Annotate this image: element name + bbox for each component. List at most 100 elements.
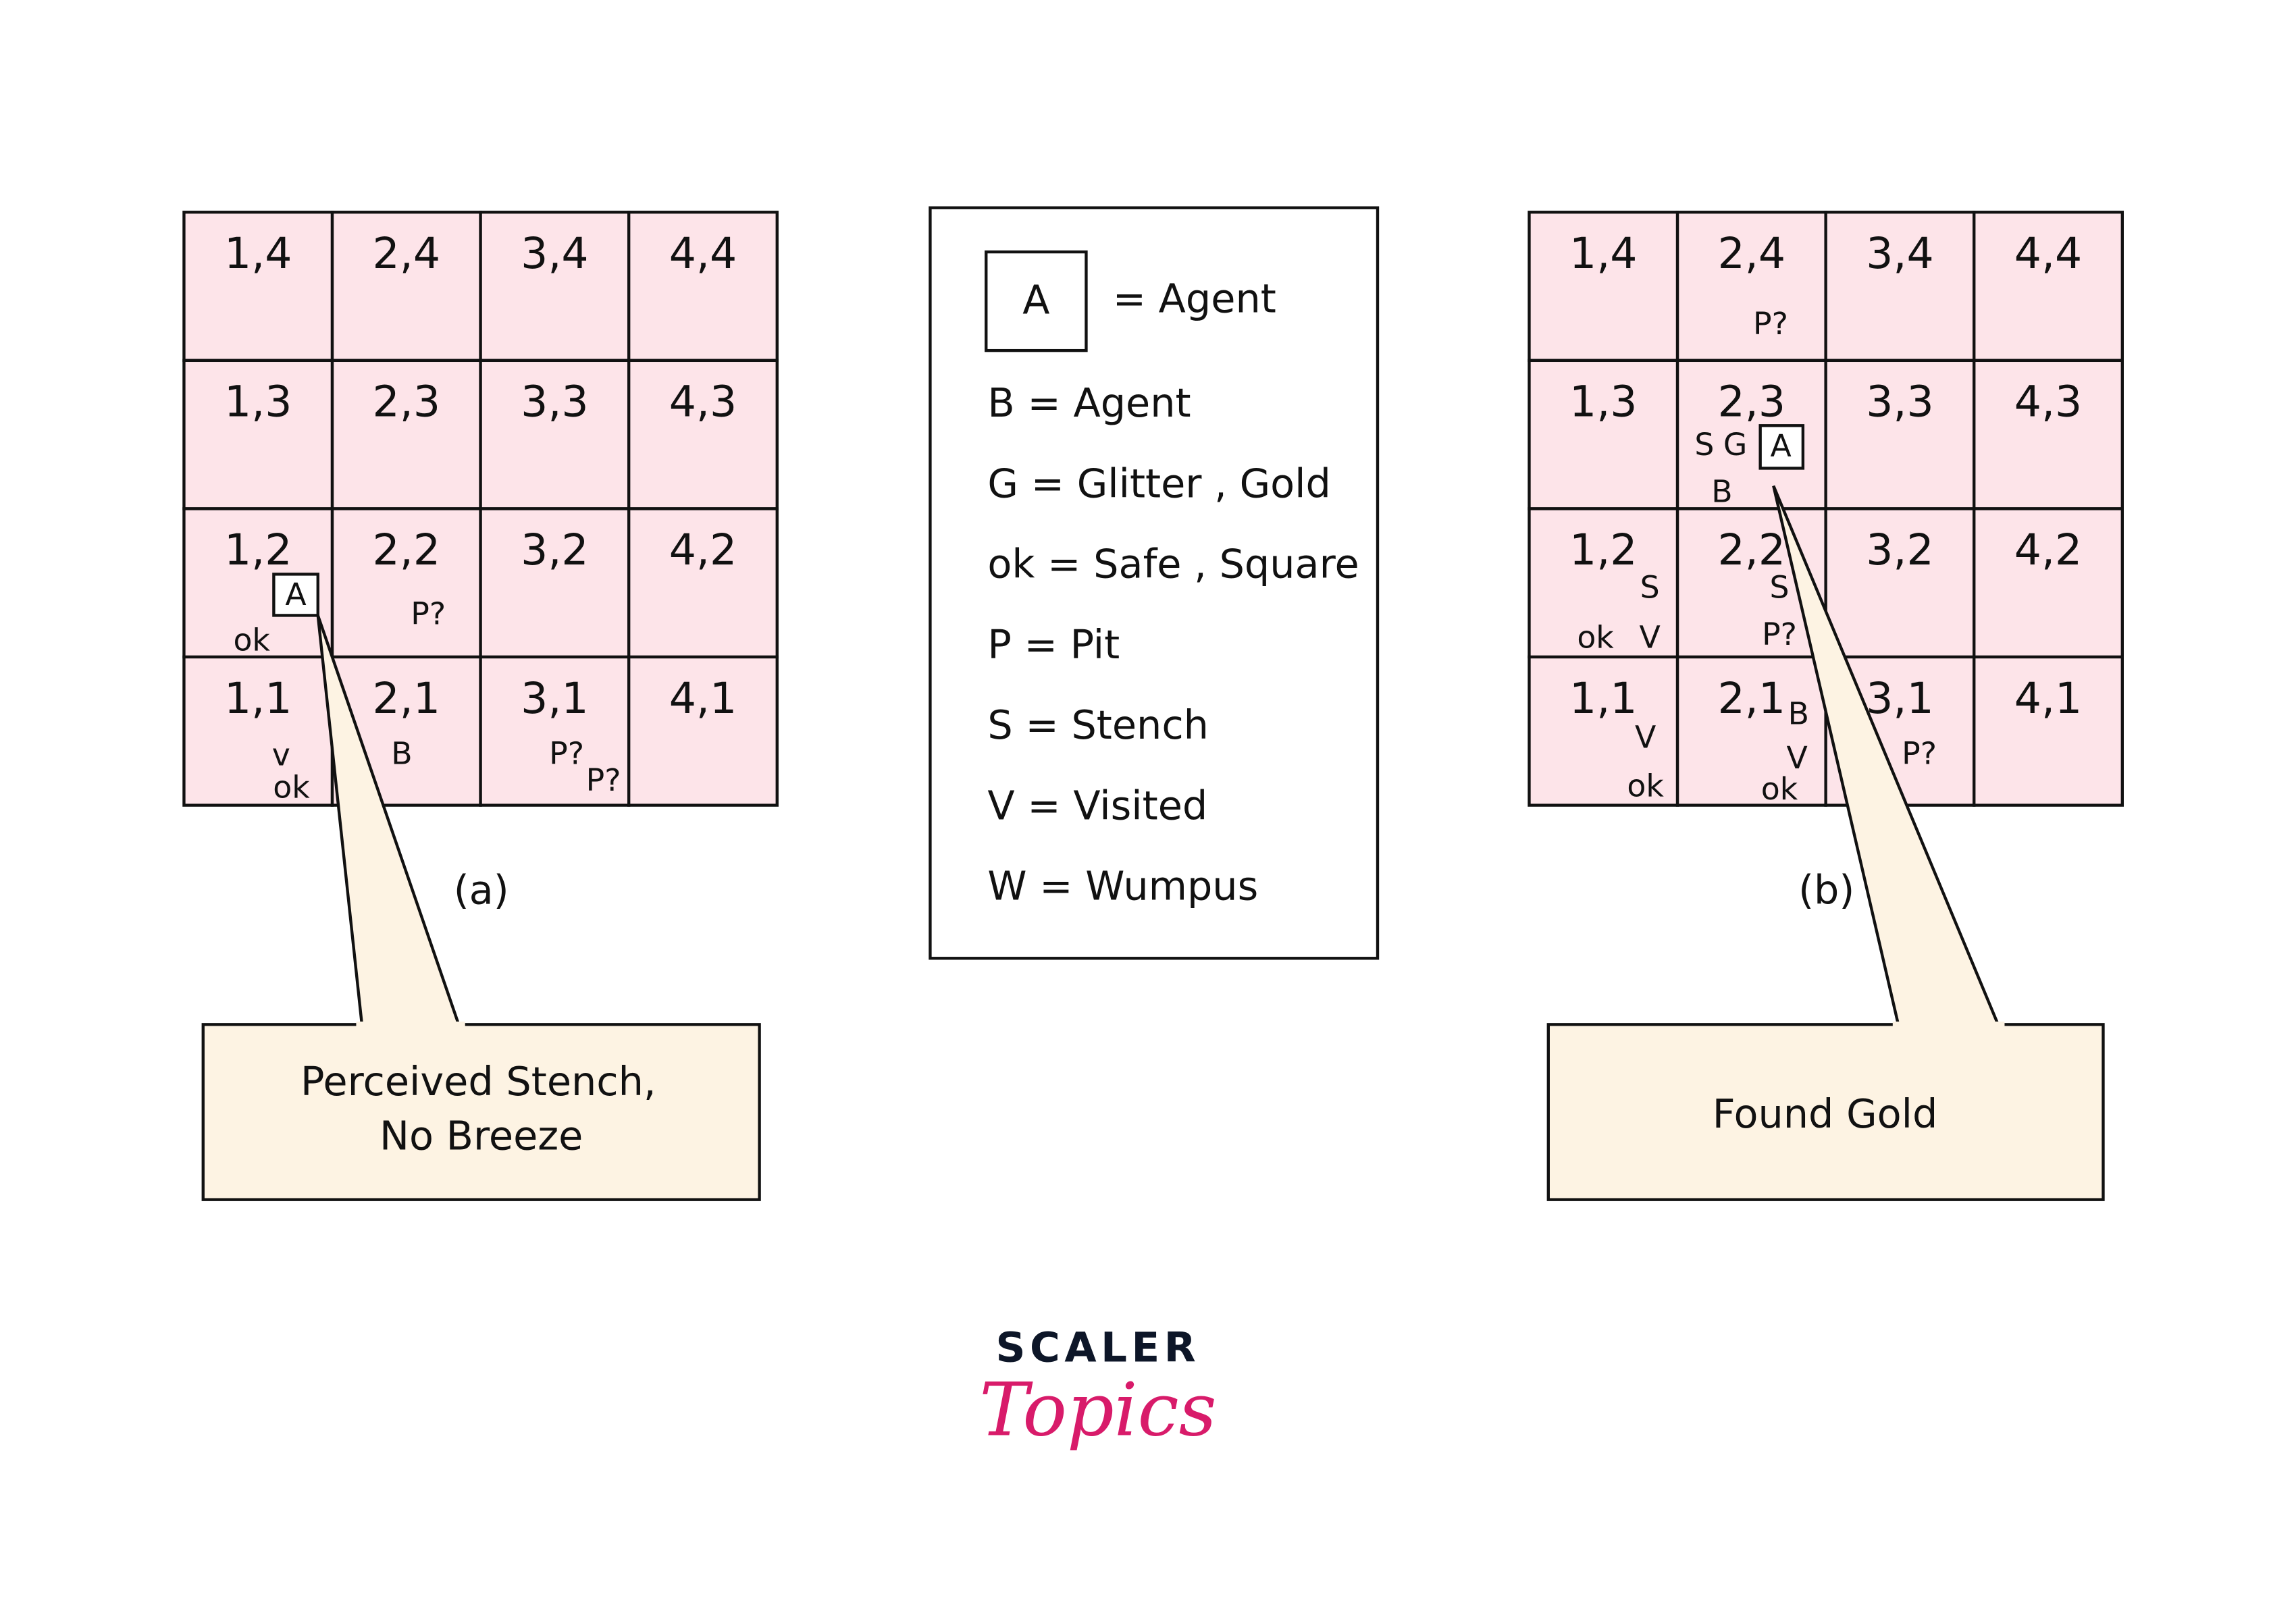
cell-coordinate: 4,1 bbox=[2014, 673, 2083, 723]
grid-cell bbox=[330, 507, 482, 659]
grid-cell bbox=[1973, 655, 2124, 807]
callout-b-text: Found Gold bbox=[1713, 1090, 1938, 1137]
grid-cell bbox=[182, 211, 334, 363]
agent-marker bbox=[272, 573, 319, 617]
annotation-stench: S bbox=[1769, 569, 1789, 605]
grid-cell bbox=[1973, 359, 2124, 510]
grid-cell bbox=[1528, 655, 1679, 807]
cell-coordinate: 1,2 bbox=[224, 525, 292, 575]
annotation-ok: ok bbox=[233, 623, 270, 658]
legend-item: V = Visited bbox=[987, 782, 1207, 828]
grid-cell bbox=[1824, 507, 1976, 659]
grid-cell bbox=[330, 359, 482, 510]
legend-item: P = Pit bbox=[987, 621, 1120, 668]
cell-coordinate: 3,2 bbox=[1866, 525, 1934, 575]
legend-agent-box bbox=[985, 250, 1088, 352]
caption-b: (b) bbox=[1798, 867, 1854, 914]
annotation-pit: P? bbox=[586, 762, 621, 798]
caption-a: (a) bbox=[454, 867, 509, 914]
annotation-ok: ok bbox=[1577, 619, 1614, 655]
legend-items: B = Agent G = Glitter , Gold ok = Safe , S… bbox=[987, 379, 1359, 909]
annotation-pit: P? bbox=[1902, 736, 1937, 772]
legend-item: B = Agent bbox=[987, 379, 1191, 426]
cell-coordinate: 4,2 bbox=[2014, 525, 2083, 575]
cell-coordinate: 1,1 bbox=[1569, 673, 1638, 723]
cell-coordinate: 3,4 bbox=[521, 228, 589, 278]
cell-coordinate: 3,2 bbox=[521, 525, 589, 575]
legend-item: ok = Safe , Square bbox=[987, 541, 1359, 587]
agent-label: A bbox=[285, 577, 306, 612]
grid-cell bbox=[330, 211, 482, 363]
annotation-breeze: B bbox=[391, 736, 412, 772]
cell-coordinate: 4,4 bbox=[669, 228, 737, 278]
cell-coordinate: 1,4 bbox=[1569, 228, 1638, 278]
logo-topics: Topics bbox=[979, 1367, 1216, 1452]
grid-cell bbox=[1528, 211, 1679, 363]
cell-coordinate: 2,2 bbox=[373, 525, 441, 575]
annotation-ok: ok bbox=[1627, 768, 1664, 804]
grid-a-annotations: A ok P? v ok B P? P? bbox=[233, 573, 621, 806]
annotation-breeze: B bbox=[1788, 696, 1809, 732]
logo-scaler: SCALER bbox=[996, 1323, 1201, 1371]
annotation-ok: ok bbox=[273, 770, 310, 806]
cell-coordinate: 2,2 bbox=[1718, 525, 1786, 575]
cell-coordinate: 1,3 bbox=[1569, 377, 1638, 427]
annotation-stench: S bbox=[1694, 427, 1714, 463]
cell-coordinate: 2,4 bbox=[1718, 228, 1786, 278]
callout-a bbox=[201, 1023, 761, 1201]
grid-cell bbox=[627, 507, 779, 659]
annotation-stench: S bbox=[1640, 569, 1660, 605]
cell-coordinate: 4,2 bbox=[669, 525, 737, 575]
grid-cell bbox=[1973, 211, 2124, 363]
cell-coordinate: 1,4 bbox=[224, 228, 292, 278]
annotation-glitter: G bbox=[1723, 427, 1747, 463]
grid-cell bbox=[627, 211, 779, 363]
annotation-visited: V bbox=[1640, 619, 1661, 655]
annotation-visited: v bbox=[272, 737, 290, 773]
legend-item: S = Stench bbox=[987, 702, 1209, 748]
cell-coordinate: 2,4 bbox=[373, 228, 441, 278]
cell-coordinate: 3,1 bbox=[1866, 673, 1934, 723]
agent-marker bbox=[1758, 424, 1805, 470]
cell-coordinate: 1,3 bbox=[224, 377, 292, 427]
annotation-pit: P? bbox=[549, 736, 584, 772]
grid-b-annotations: P? S G A B S ok V S P? V ok B V ok P? bbox=[1577, 306, 1937, 807]
cell-coordinate: 2,3 bbox=[373, 377, 441, 427]
cell-coordinate: 3,1 bbox=[521, 673, 589, 723]
callout-a-line1: Perceived Stench, bbox=[301, 1058, 656, 1105]
agent-label: A bbox=[1771, 428, 1792, 464]
legend-item: G = Glitter , Gold bbox=[987, 460, 1330, 506]
annotation-visited: V bbox=[1787, 740, 1808, 776]
grid-cell bbox=[1675, 211, 1827, 363]
cell-coordinate: 2,3 bbox=[1718, 377, 1786, 427]
grid-cell bbox=[627, 359, 779, 510]
grid-cell bbox=[1528, 359, 1679, 510]
annotation-pit: P? bbox=[1753, 306, 1788, 342]
annotation-pit: P? bbox=[411, 596, 446, 632]
legend-agent-text: = Agent bbox=[1113, 275, 1276, 321]
grid-cell bbox=[1675, 655, 1827, 807]
cell-coordinate: 2,1 bbox=[1718, 673, 1786, 723]
annotation-breeze: B bbox=[1711, 474, 1732, 510]
grid-cell bbox=[1973, 507, 2124, 659]
cell-coordinate: 4,4 bbox=[2014, 228, 2083, 278]
cell-coordinate: 3,3 bbox=[1866, 377, 1934, 427]
callout-a-line2: No Breeze bbox=[380, 1113, 583, 1159]
annotation-pit: P? bbox=[1762, 616, 1797, 652]
grid-cell bbox=[627, 655, 779, 807]
cell-coordinate: 4,3 bbox=[669, 377, 737, 427]
annotation-visited: V bbox=[1635, 720, 1656, 756]
legend-agent-symbol: A bbox=[1022, 277, 1049, 323]
cell-coordinate: 3,4 bbox=[1866, 228, 1934, 278]
annotation-ok: ok bbox=[1761, 771, 1798, 807]
cell-coordinate: 1,1 bbox=[224, 673, 292, 723]
callout-b bbox=[1546, 1023, 2105, 1201]
scaler-topics-logo: SCALER Topics bbox=[979, 1323, 1216, 1452]
grid-cell bbox=[479, 211, 631, 363]
cell-coordinate: 1,2 bbox=[1569, 525, 1638, 575]
grid-cell bbox=[1824, 211, 1976, 363]
cell-coordinate: 4,1 bbox=[669, 673, 737, 723]
